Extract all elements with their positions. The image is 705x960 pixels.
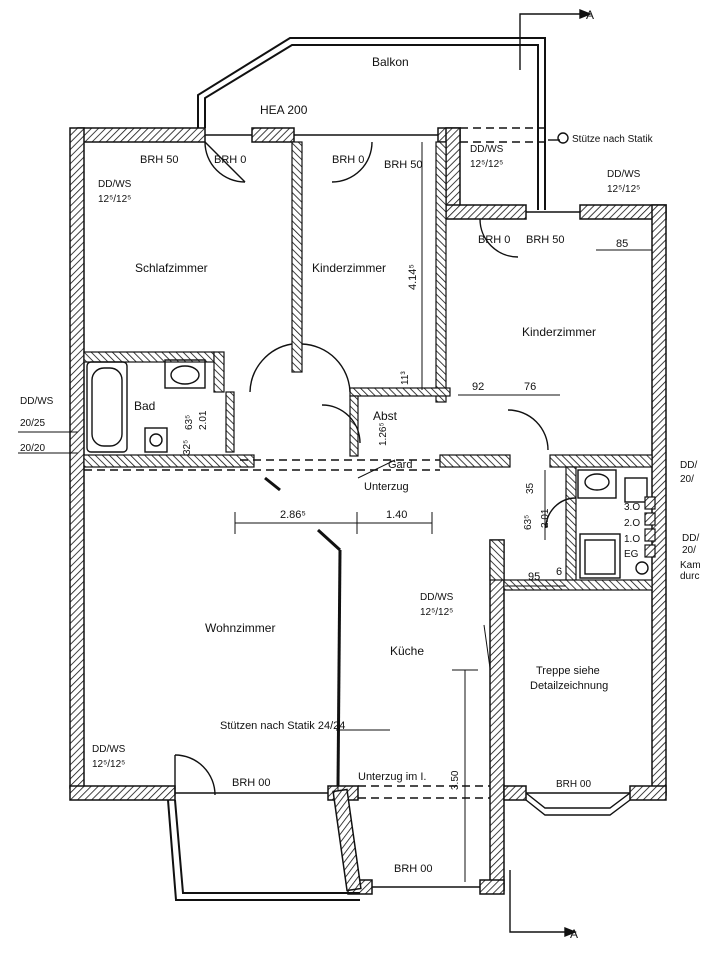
label-ddws-3: DD/WS xyxy=(607,169,641,180)
room-label-treppe-2: Detailzeichnung xyxy=(530,680,608,692)
label-ddws-1: DD/WS xyxy=(98,179,132,190)
dim-350: 3.50 xyxy=(450,770,461,790)
label-brh-0-b: BRH 0 xyxy=(332,154,364,166)
dim-126: 1.26⁵ xyxy=(378,422,389,446)
label-ddws-8b: 20/ xyxy=(682,545,696,556)
dim-63b: 63⁵ xyxy=(523,515,534,530)
label-brh-00-c: BRH 00 xyxy=(556,779,591,790)
section-markers xyxy=(509,8,592,938)
label-ddws-5: DD/WS xyxy=(420,592,454,603)
structural-marks xyxy=(264,476,342,787)
label-brh-50-c: BRH 50 xyxy=(526,234,565,246)
label-hea: HEA 200 xyxy=(260,103,308,117)
bay-window xyxy=(525,792,631,816)
dim-76: 76 xyxy=(524,381,536,393)
room-label-gard: Gard xyxy=(388,459,412,471)
dim-95: 95 xyxy=(528,571,540,583)
label-brh-0-c: BRH 0 xyxy=(478,234,510,246)
label-ddws-4b: 20/25 xyxy=(20,418,45,429)
label-kam-b: durc xyxy=(680,571,699,582)
dim-32: 32⁵ xyxy=(182,440,193,455)
room-label-wohnzimmer: Wohnzimmer xyxy=(205,621,275,635)
label-brh-0-a: BRH 0 xyxy=(214,154,246,166)
dim-85: 85 xyxy=(616,238,628,250)
wall-lines xyxy=(175,134,630,888)
dim-414: 4.14⁵ xyxy=(407,264,419,290)
label-ddws-2: DD/WS xyxy=(470,144,504,155)
label-stuetze-statik: Stütze nach Statik xyxy=(572,134,654,145)
label-floor-1: 1.O xyxy=(624,534,640,545)
label-ddws-4a: DD/WS xyxy=(20,396,54,407)
label-ddws-7b: 20/ xyxy=(680,474,694,485)
beam-lines xyxy=(84,127,548,799)
label-ddws-4c: 20/20 xyxy=(20,443,45,454)
dim-63a: 63⁵ xyxy=(184,415,195,430)
dim-113: 11³ xyxy=(400,371,411,385)
label-ddws-6b: 12⁵/12⁵ xyxy=(92,759,125,770)
label-ddws-5b: 12⁵/12⁵ xyxy=(420,607,453,618)
interior-walls xyxy=(83,141,653,591)
dimension-lines xyxy=(18,142,652,882)
label-brh-00-a: BRH 00 xyxy=(232,777,271,789)
room-label-schlafzimmer: Schlafzimmer xyxy=(135,261,208,275)
label-floor-2: 2.O xyxy=(624,518,640,529)
label-ddws-6: DD/WS xyxy=(92,744,126,755)
room-label-kinderzimmer-1: Kinderzimmer xyxy=(312,261,386,275)
room-label-kueche: Küche xyxy=(390,644,424,658)
label-unterzug: Unterzug xyxy=(364,481,409,493)
dim-35: 35 xyxy=(525,482,536,494)
dim-140: 1.40 xyxy=(386,509,407,521)
doors xyxy=(174,141,577,796)
room-label-balkon: Balkon xyxy=(372,55,409,69)
label-ddws-8a: DD/ xyxy=(682,533,699,544)
shaft-boxes xyxy=(644,496,656,558)
label-brh-50-b: BRH 50 xyxy=(384,159,423,171)
bathroom-fixtures xyxy=(86,359,649,579)
room-label-treppe-1: Treppe siehe xyxy=(536,665,600,677)
label-stuetzen-statik: Stützen nach Statik 24/24 xyxy=(220,720,345,732)
room-label-abst: Abst xyxy=(373,409,398,423)
label-brh-00-b: BRH 00 xyxy=(394,863,433,875)
dim-201a: 2.01 xyxy=(198,410,209,430)
label-section-a-bottom: A xyxy=(570,927,578,941)
label-section-a-top: A xyxy=(586,8,594,22)
lower-balcony xyxy=(167,799,360,901)
dim-92: 92 xyxy=(472,381,484,393)
label-floor-eg: EG xyxy=(624,549,639,560)
dim-201b: 2.01 xyxy=(540,508,551,528)
label-ddws-3b: 12⁵/12⁵ xyxy=(607,184,640,195)
label-brh-50-a: BRH 50 xyxy=(140,154,179,166)
label-unterzug-im: Unterzug im I. xyxy=(358,771,426,783)
room-label-bad: Bad xyxy=(134,399,155,413)
label-ddws-7a: DD/ xyxy=(680,460,697,471)
room-label-kinderzimmer-2: Kinderzimmer xyxy=(522,325,596,339)
dim-6: 6 xyxy=(556,566,562,578)
label-floor-3: 3.O xyxy=(624,502,640,513)
dim-286: 2.86⁵ xyxy=(280,509,306,521)
balcony-outline xyxy=(197,37,546,210)
exterior-walls xyxy=(69,127,667,895)
label-kam-a: Kam xyxy=(680,560,701,571)
label-ddws-1b: 12⁵/12⁵ xyxy=(98,194,131,205)
label-ddws-2b: 12⁵/12⁵ xyxy=(470,159,503,170)
